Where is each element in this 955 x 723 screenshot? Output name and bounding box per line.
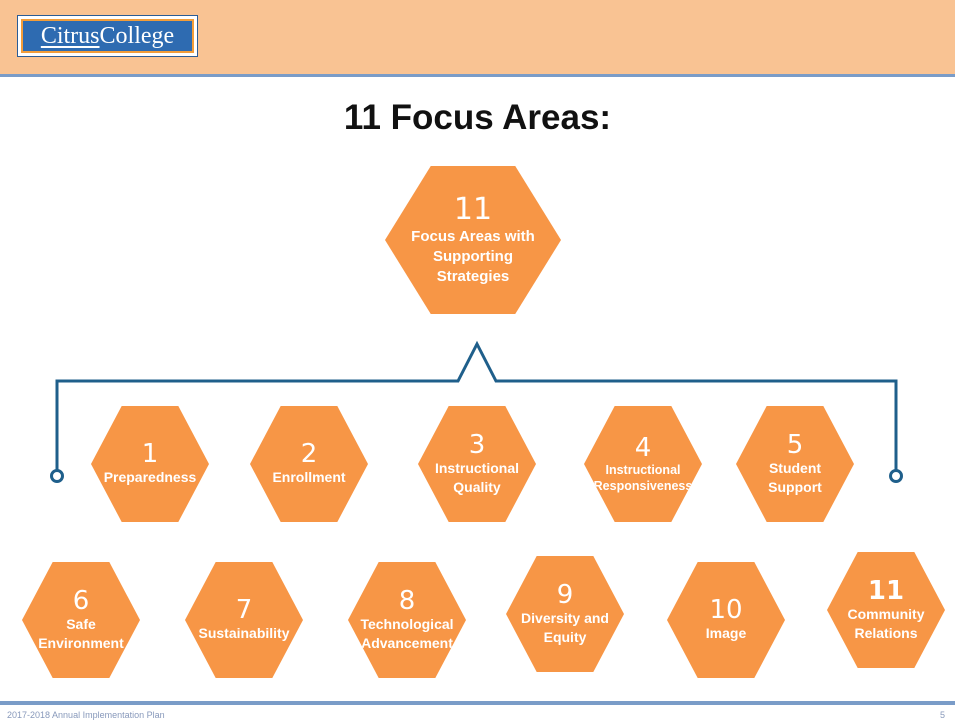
focus-area-label-line: Diversity and [521,609,609,626]
top-hexagon-number: 11 [453,191,493,227]
focus-area-label: Community Relations [848,605,925,643]
footer-divider [0,701,955,705]
top-hexagon-label: Focus Areas with Supporting Strategies [411,227,535,287]
focus-area-label-line: Responsiveness [593,478,693,493]
slide-title: 11 Focus Areas: [343,98,612,137]
top-hexagon-label-line: Supporting [433,247,513,265]
focus-area-number: 2 [300,439,318,469]
focus-area-label: Diversity and Equity [521,609,609,647]
focus-area-label-line: Support [768,478,822,495]
focus-area-label-line: Environment [38,634,124,651]
page-number: 5 [939,710,945,720]
logo-college-text: College [99,23,175,49]
focus-area-label: Student Support [768,459,822,497]
focus-area-label: Safe Environment [38,615,124,653]
focus-area-label-line: Instructional [605,462,681,477]
focus-area-label-line: Advancement [361,634,453,651]
focus-area-label: Image [706,624,746,643]
focus-area-number: 6 [72,585,90,616]
focus-area-label: Instructional Responsiveness [594,462,693,494]
bracket-connector [55,340,898,470]
focus-area-label-line: Preparedness [103,469,197,485]
focus-area-label-line: Image [705,625,747,641]
focus-area-number: 11 [867,575,905,606]
top-hexagon-label-line: Focus Areas with [411,227,535,245]
bracket-right-endpoint [889,469,903,483]
footer-plan-title: 2017-2018 Annual Implementation Plan [7,710,165,720]
focus-area-label: Technological Advancement [360,615,453,653]
focus-area-label-line: Relations [854,624,918,641]
focus-area-label: Enrollment [272,468,345,487]
focus-area-number: 4 [634,432,652,463]
focus-area-number: 7 [235,595,253,625]
focus-area-label-line: Sustainability [198,625,290,641]
focus-area-label-line: Instructional [434,459,519,476]
focus-area-number: 9 [556,579,574,610]
focus-area-number: 3 [468,429,486,460]
focus-area-label-line: Student [768,459,822,476]
focus-area-label: Preparedness [104,468,197,487]
focus-area-label-line: Technological [360,615,454,632]
focus-area-label: Sustainability [198,624,289,643]
focus-area-number: 5 [786,429,804,460]
focus-area-number: 1 [141,439,159,469]
focus-area-label-line: Equity [543,628,587,645]
focus-area-label-line: Enrollment [272,469,346,485]
focus-area-label-line: Safe [66,615,96,632]
logo-citrus-text: Citrus [40,23,100,49]
focus-area-label-line: Quality [453,478,501,495]
focus-area-label-line: Community [847,605,925,622]
focus-area-label: Instructional Quality [435,459,519,497]
top-hexagon-label-line: Strategies [436,267,510,285]
focus-area-number: 10 [709,595,743,625]
bracket-left-endpoint [50,469,64,483]
focus-area-number: 8 [398,585,416,616]
